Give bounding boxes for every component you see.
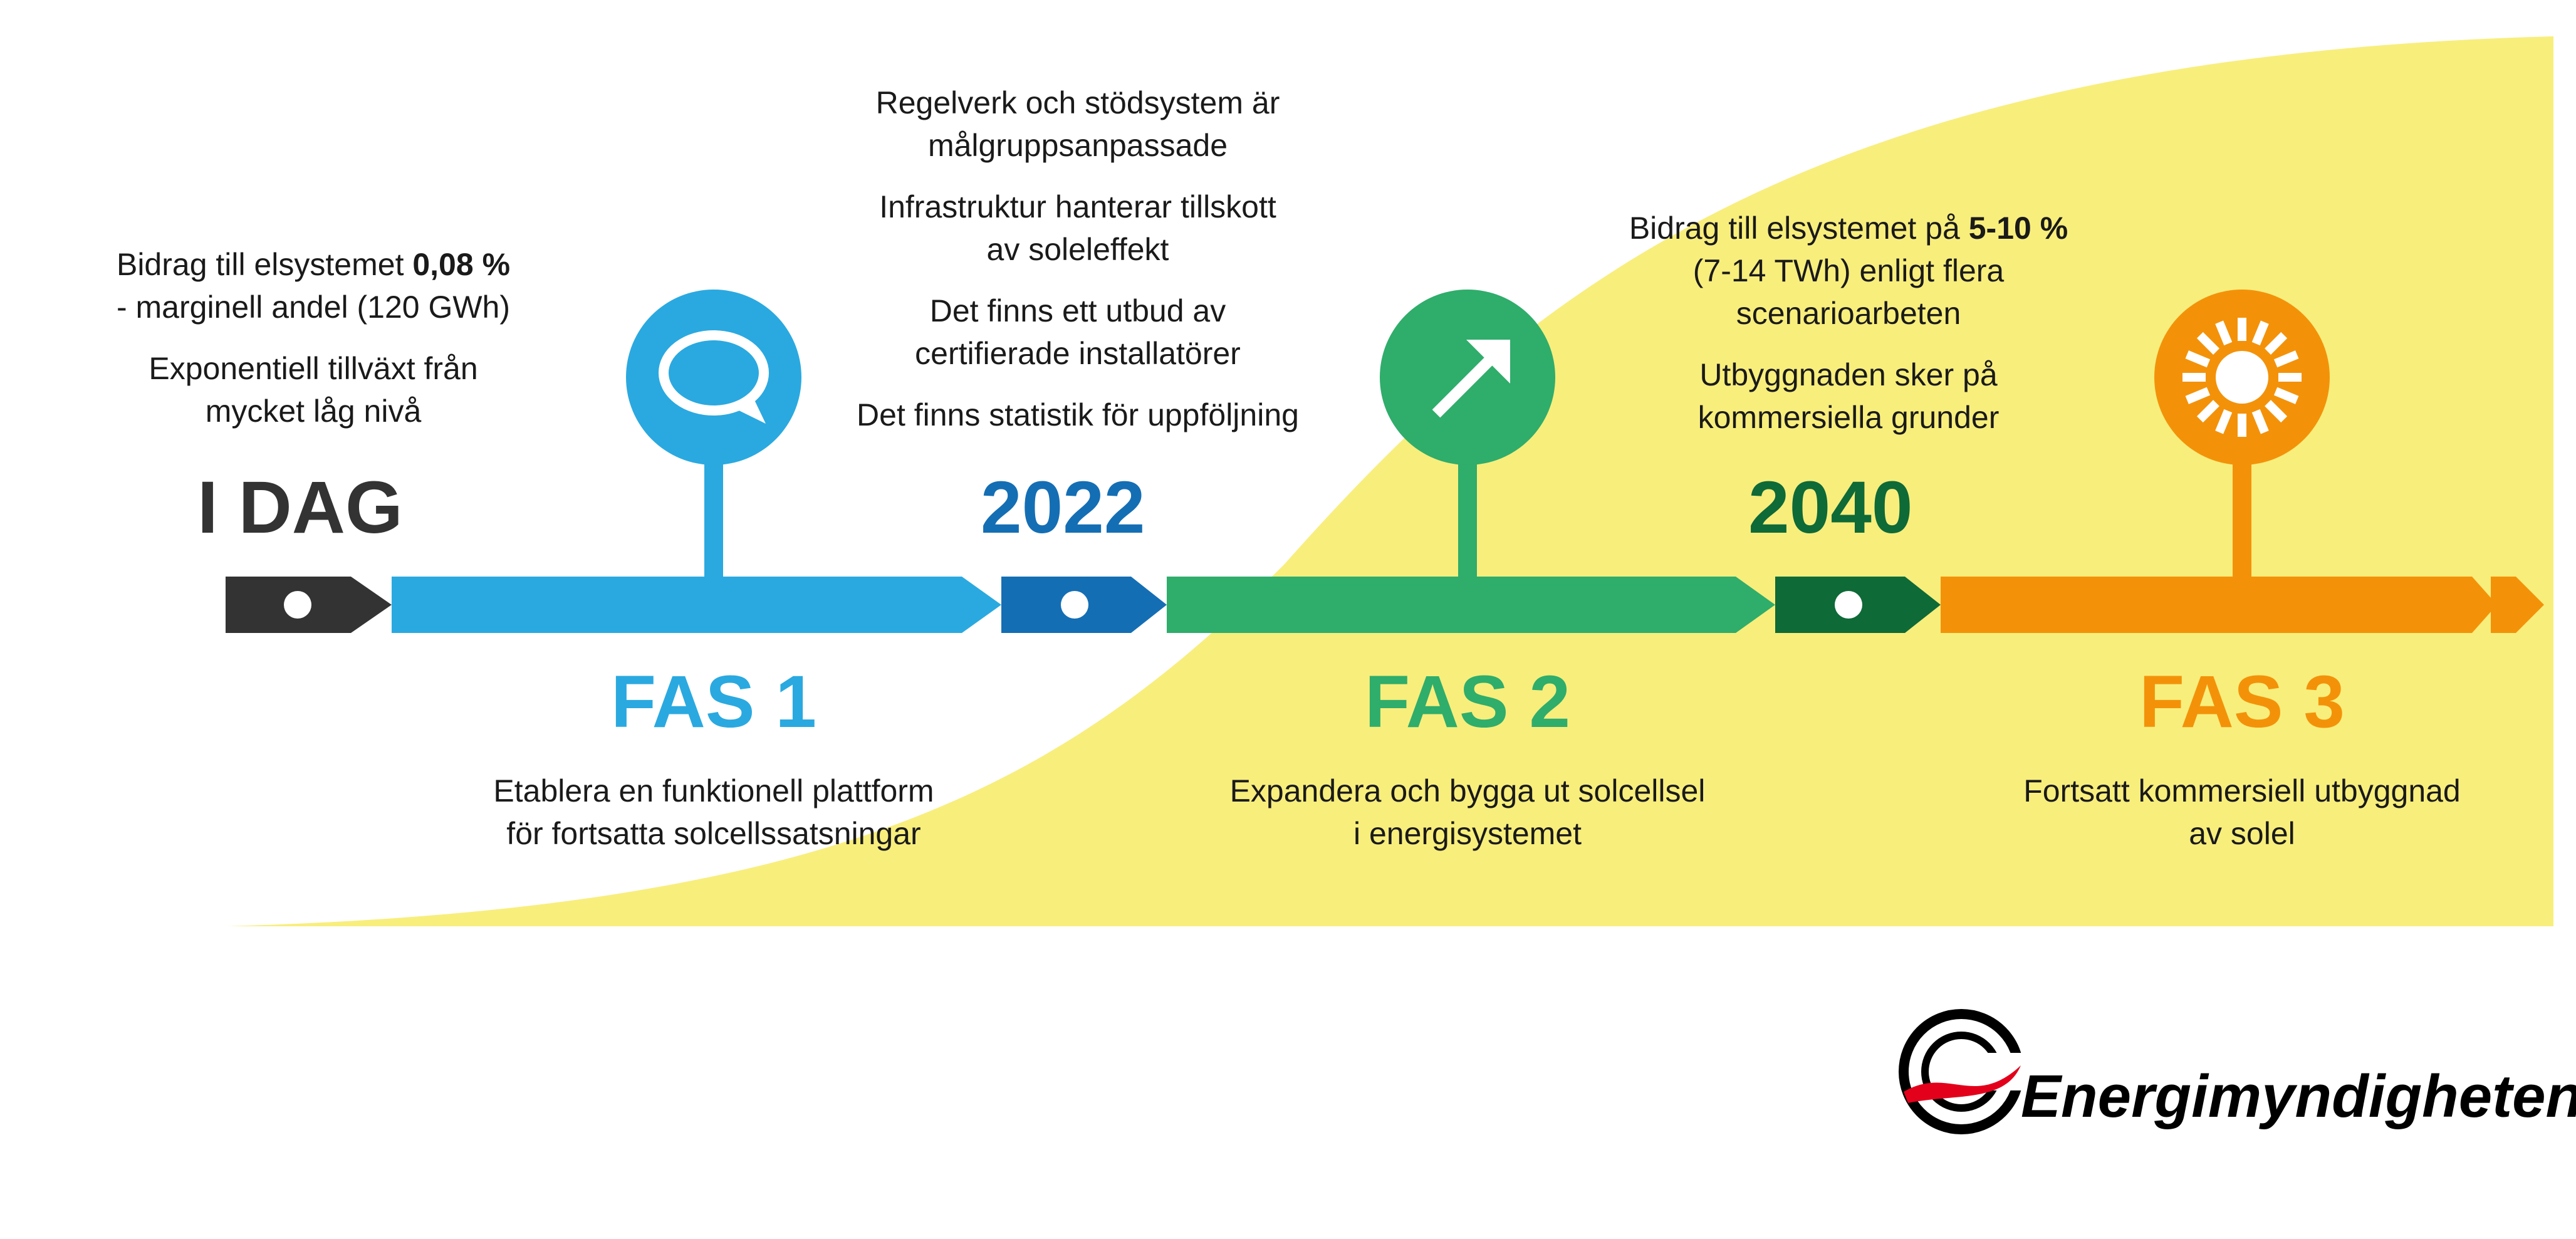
phase-2-desc-line-2: i energisystemet [1353, 816, 1582, 851]
marker-2040-dot [1835, 591, 1862, 619]
sun-icon [2182, 318, 2302, 437]
y2040-line-4: Utbyggnaden sker på [1699, 357, 1998, 392]
y2040-line-1-bold: 5-10 % [1968, 211, 2068, 246]
y2022-label: 2022 [981, 466, 1145, 549]
sun-icon-ray [2265, 400, 2288, 423]
sun-icon-ray [2265, 332, 2288, 355]
y2040-label: 2040 [1748, 466, 1913, 549]
sun-icon-ray [2273, 350, 2299, 368]
phase-2-title: FAS 2 [1365, 661, 1570, 743]
sun-icon-ray [2196, 400, 2219, 423]
phase-1-description: Etablera en funktionell plattform för fo… [457, 770, 971, 855]
phase-2-desc-line-1: Expandera och bygga ut solcellsel [1229, 773, 1706, 808]
phase-3-desc-line-1: Fortsatt kommersiell utbyggnad [2023, 773, 2461, 808]
phase-2-bar [1167, 577, 1775, 633]
today-line-1: Bidrag till elsystemet 0,08 % [81, 243, 545, 286]
today-line-4: mycket låg nivå [205, 394, 422, 429]
speech-bubble-icon [659, 330, 769, 424]
phase-1-pin-stem [704, 461, 723, 580]
phase-1-desc-line-1: Etablera en funktionell plattform [493, 773, 934, 808]
phase-3-title: FAS 3 [2139, 661, 2345, 743]
y2040-description: Bidrag till elsystemet på 5-10 % (7-14 T… [1592, 207, 2105, 439]
sun-icon-ray [2273, 387, 2299, 404]
y2022-line-4: av soleleffekt [986, 232, 1169, 267]
y2040-line-1-text: Bidrag till elsystemet på [1629, 211, 1969, 246]
sun-icon-core [2216, 351, 2268, 404]
phase-2-description: Expandera och bygga ut solcellsel i ener… [1211, 770, 1724, 855]
y2022-line-5: Det finns ett utbud av [929, 293, 1226, 328]
phase-1-desc-line-2: för fortsatta solcellssatsningar [506, 816, 921, 851]
today-line-1-bold: 0,08 % [412, 247, 511, 282]
phase-1-bar [392, 577, 1001, 633]
phase-1-pin-head [626, 290, 801, 465]
y2022-line-6: certifierade installatörer [915, 336, 1241, 371]
energimyndigheten-logo-text: Energimyndigheten [2021, 1063, 2576, 1130]
sun-icon-ray [2185, 387, 2211, 404]
y2022-description: Regelverk och stödsystem är målgruppsanp… [821, 81, 1335, 436]
y2040-line-1: Bidrag till elsystemet på 5-10 % [1592, 207, 2105, 249]
arrow-up-right-icon [1432, 340, 1510, 418]
y2022-line-2: målgruppsanpassade [927, 128, 1228, 163]
y2040-line-5: kommersiella grunder [1697, 400, 2000, 435]
y2022-line-1: Regelverk och stödsystem är [875, 85, 1280, 120]
y2040-line-3: scenarioarbeten [1736, 296, 1961, 331]
y2022-line-3: Infrastruktur hanterar tillskott [879, 189, 1276, 224]
today-line-3: Exponentiell tillväxt från [149, 351, 478, 386]
sun-icon-ray [2185, 350, 2211, 368]
phase-3-desc-line-2: av solel [2189, 816, 2295, 851]
phase-3-pin-stem [2233, 461, 2251, 580]
phase-3-description: Fortsatt kommersiell utbyggnad av solel [1985, 770, 2499, 855]
sun-icon-ray [2215, 320, 2233, 346]
growth-curve-background [226, 36, 2553, 926]
phase-3-bar [1941, 577, 2497, 633]
sun-icon-ray [2215, 409, 2233, 434]
y2022-line-7: Det finns statistik för uppföljning [857, 397, 1299, 432]
energimyndigheten-logo-mark [1899, 1009, 2030, 1134]
phase-3-arrow-tip [2491, 577, 2544, 633]
sun-icon-ray [2251, 409, 2269, 434]
marker-2022-dot [1061, 591, 1088, 619]
sun-icon-ray [2196, 332, 2219, 355]
marker-today-dot [284, 591, 311, 619]
today-label: I DAG [197, 466, 403, 549]
phase-2-pin-stem [1458, 461, 1477, 580]
today-line-1-text: Bidrag till elsystemet [116, 247, 413, 282]
today-line-2: - marginell andel (120 GWh) [116, 290, 511, 325]
phase-1-title: FAS 1 [611, 661, 816, 743]
sun-icon-ray [2251, 320, 2269, 346]
today-description: Bidrag till elsystemet 0,08 % - marginel… [81, 243, 545, 432]
y2040-line-2: (7-14 TWh) enligt flera [1692, 253, 2005, 288]
